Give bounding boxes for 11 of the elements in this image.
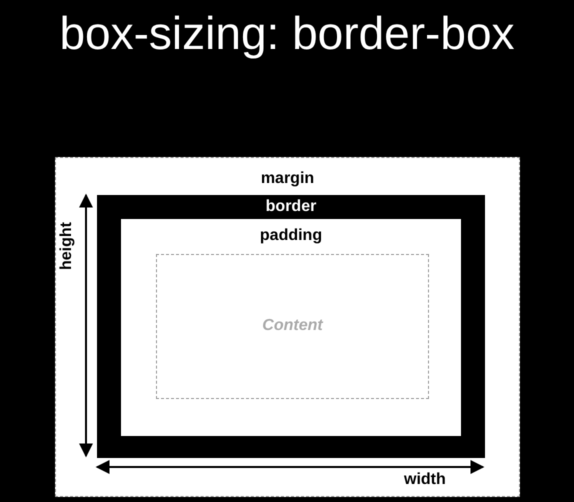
border-area bbox=[97, 195, 485, 458]
area-label: padding bbox=[260, 227, 322, 245]
area-label: Content bbox=[262, 316, 323, 334]
dimension-label: width bbox=[404, 471, 446, 489]
area-label: border bbox=[266, 198, 316, 216]
content-area bbox=[156, 254, 429, 399]
margin-area bbox=[55, 157, 520, 497]
title: box-sizing: border-box bbox=[59, 6, 515, 60]
area-label: margin bbox=[260, 170, 314, 188]
dimension-label: height bbox=[58, 222, 76, 270]
padding-area bbox=[121, 219, 461, 436]
